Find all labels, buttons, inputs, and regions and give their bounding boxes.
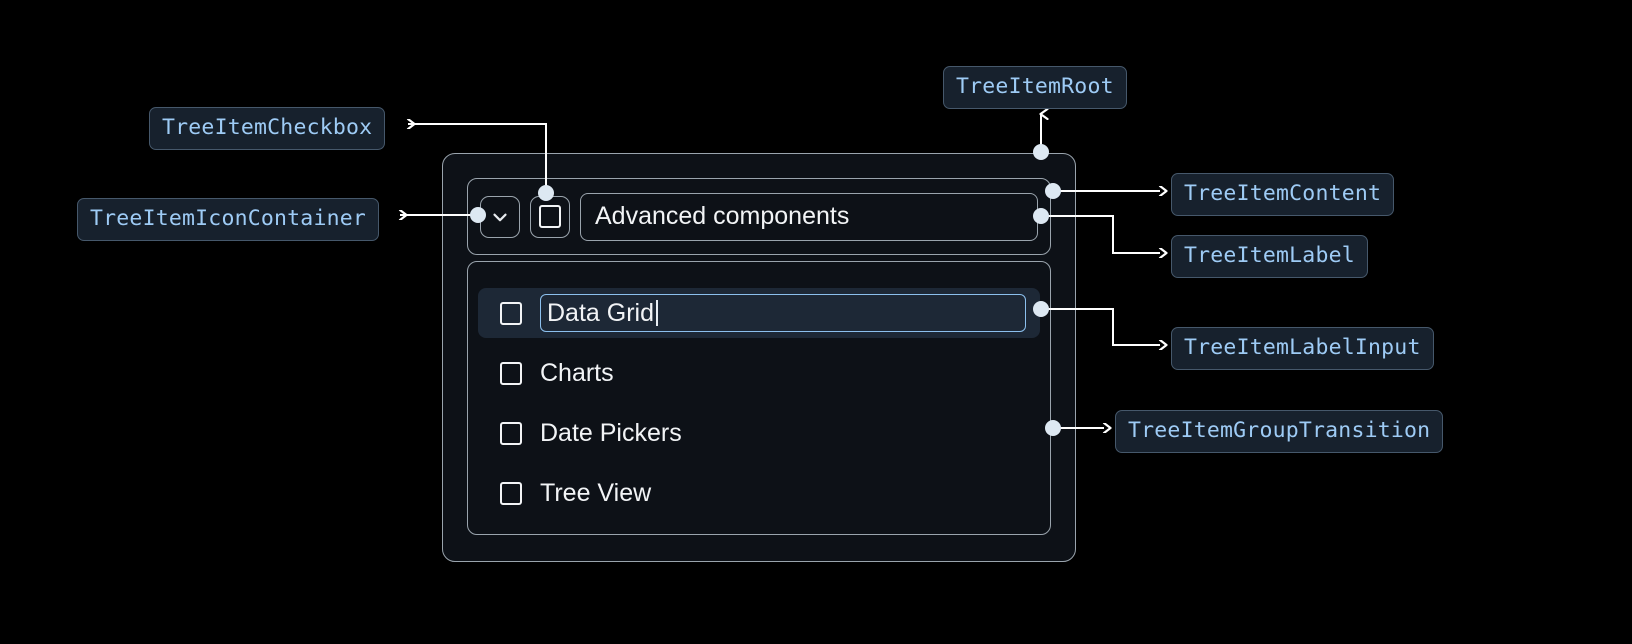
checkbox-unchecked-icon[interactable]: [500, 301, 522, 325]
tree-item-label-text: Date Pickers: [540, 418, 682, 447]
chevron-down-icon: [493, 213, 507, 221]
annotation-tree-item-label-input: TreeItemLabelInput: [1171, 327, 1434, 370]
tree-item-label-input-value: Data Grid: [547, 298, 654, 327]
tree-item-icon-container[interactable]: [480, 195, 520, 238]
tree-item-label-input[interactable]: Data Grid: [540, 294, 1026, 332]
tree-item-checkbox[interactable]: [530, 195, 570, 238]
tree-item-label-text: Advanced components: [595, 202, 850, 230]
annotation-tree-item-content: TreeItemContent: [1171, 173, 1395, 216]
tree-item-label-text: Tree View: [540, 478, 652, 507]
tree-row-data-grid[interactable]: Data Grid: [478, 288, 1040, 338]
annotation-tree-item-root: TreeItemRoot: [943, 66, 1127, 109]
checkbox-unchecked-icon[interactable]: [500, 481, 522, 505]
checkbox-unchecked-icon[interactable]: [500, 421, 522, 445]
tree-item-label-text: Charts: [540, 358, 614, 387]
annotation-tree-item-checkbox: TreeItemCheckbox: [149, 107, 386, 150]
tree-item-group-transition: Data Grid Charts Date Pickers Tree View: [467, 261, 1051, 535]
tree-row-tree-view[interactable]: Tree View: [478, 468, 1040, 518]
tree-row-date-pickers[interactable]: Date Pickers: [478, 408, 1040, 458]
annotation-tree-item-group-transition: TreeItemGroupTransition: [1115, 410, 1444, 453]
checkbox-unchecked-icon[interactable]: [500, 361, 522, 385]
text-caret: [655, 300, 658, 326]
annotation-tree-item-icon-container: TreeItemIconContainer: [77, 198, 380, 241]
tree-item-root[interactable]: Advanced components Data Grid Charts Dat…: [442, 153, 1076, 562]
tree-row-charts[interactable]: Charts: [478, 348, 1040, 398]
checkbox-unchecked-icon: [539, 205, 561, 228]
annotation-tree-item-label: TreeItemLabel: [1171, 235, 1368, 278]
tree-item-label[interactable]: Advanced components: [580, 192, 1038, 241]
tree-item-content[interactable]: Advanced components: [467, 178, 1051, 255]
